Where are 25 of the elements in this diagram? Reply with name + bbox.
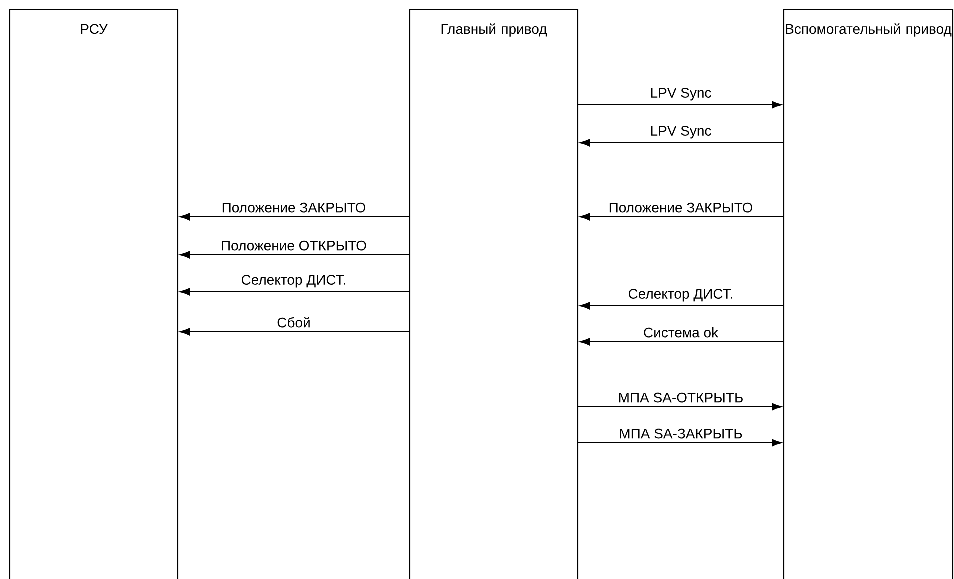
edge-label: Положение ЗАКРЫТО: [610, 202, 752, 213]
arrow: [580, 338, 784, 346]
edge-label: МПА SA-ЗАКРЫТЬ: [620, 428, 742, 439]
edge-label: Положение ЗАКРЫТО: [222, 202, 366, 213]
arrow: [180, 213, 410, 221]
arrow: [180, 328, 410, 336]
arrow: [578, 101, 782, 109]
arrow: [580, 213, 784, 221]
edge-label: LPV Sync: [651, 88, 712, 101]
edge-label: МПА SA-ОТКРЫТЬ: [619, 392, 743, 403]
arrow: [580, 302, 784, 310]
edge-label: Сбой: [278, 317, 310, 328]
arrow: [180, 251, 410, 259]
edge-label: LPV Sync: [651, 126, 712, 139]
edge-label: Положение ОТКРЫТО: [222, 240, 366, 251]
lifeline-box: Главный привод: [409, 9, 579, 579]
edge-label: Система ok: [644, 327, 719, 338]
arrow: [578, 403, 782, 411]
arrow: [578, 439, 782, 447]
arrow: [180, 288, 410, 296]
lifeline-box: Вспомогательный привод: [783, 9, 954, 579]
lifeline-box: РСУ: [9, 9, 179, 579]
edge-label: Селектор ДИСТ.: [628, 289, 732, 302]
arrow: [580, 139, 784, 147]
edge-label: Селектор ДИСТ.: [242, 275, 346, 288]
